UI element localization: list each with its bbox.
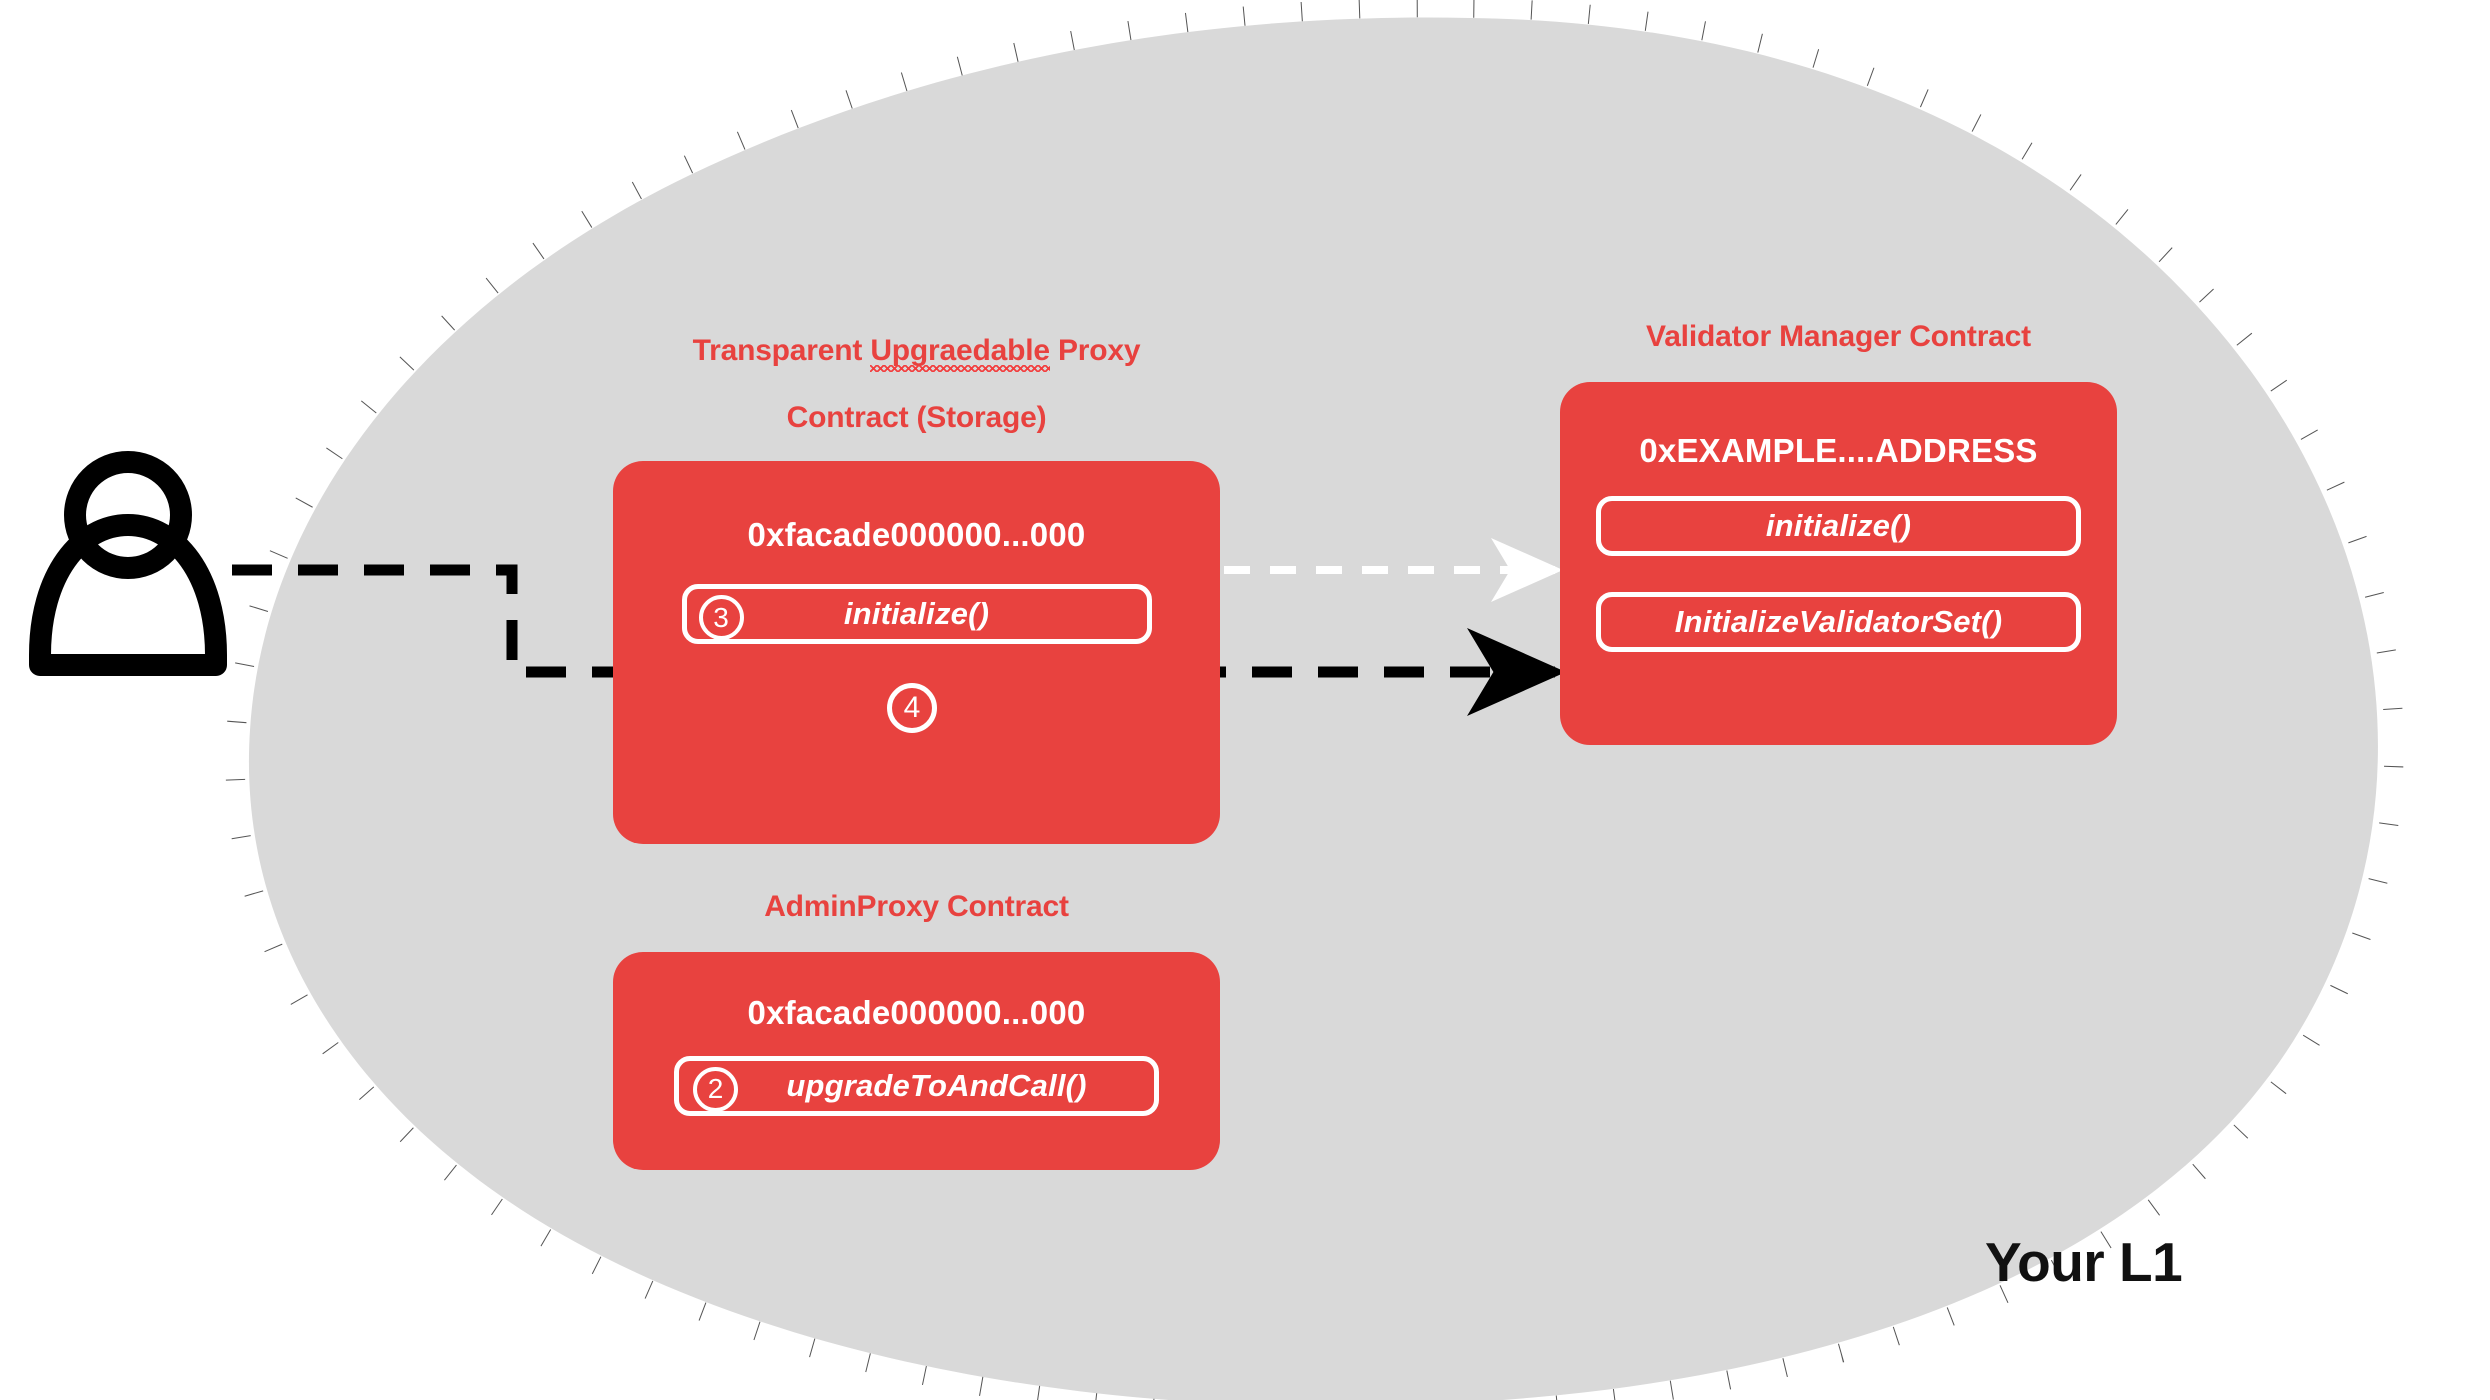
admin-proxy-contract-box[interactable]: 0xfacade000000...000 2 upgradeToAndCall(…: [613, 951, 1220, 1170]
admin-proxy-method-label: upgradeToAndCall(): [786, 1067, 1087, 1103]
proxy-contract-box[interactable]: 0xfacade000000...000 3 initialize() 4: [613, 461, 1220, 845]
contract-admin-proxy: AdminProxy Contract 0xfacade000000...000…: [613, 890, 1220, 1170]
vm-method-initialize[interactable]: initialize(): [1596, 495, 2081, 556]
step-badge-4: 4: [887, 683, 937, 734]
validator-manager-contract-address: 0xEXAMPLE....ADDRESS: [1639, 431, 2038, 469]
misspelled-word: Upgraedable: [870, 333, 1050, 372]
proxy-title-line2: Contract (Storage): [786, 400, 1047, 434]
proxy-title-line1: Transparent Upgraedable Proxy: [692, 333, 1141, 372]
proxy-method-initialize-label: initialize(): [843, 596, 990, 632]
admin-proxy-contract-address: 0xfacade000000...000: [747, 993, 1086, 1031]
contract-transparent-upgradeable-proxy: Transparent Upgraedable Proxy Contract (…: [613, 300, 1220, 845]
proxy-contract-address: 0xfacade000000...000: [747, 516, 1086, 554]
vm-method-initialize-validator-set[interactable]: InitializeValidatorSet(): [1596, 591, 2081, 652]
contract-title-validator-manager: Validator Manager Contract: [1646, 320, 2031, 353]
step-badge-3: 3: [698, 595, 744, 641]
contract-validator-manager: Validator Manager Contract 0xEXAMPLE....…: [1560, 320, 2117, 745]
connector-user-to-initialize-validator-set: [232, 564, 1566, 716]
l1-zone-label: Your L1: [1985, 1231, 2183, 1293]
proxy-method-initialize[interactable]: 3 initialize(): [681, 584, 1152, 645]
validator-manager-contract-box[interactable]: 0xEXAMPLE....ADDRESS initialize() Initia…: [1560, 381, 2117, 745]
vm-method-initialize-validator-set-label: InitializeValidatorSet(): [1674, 603, 2003, 639]
step-badge-2: 2: [693, 1066, 738, 1112]
contract-title-proxy: Transparent Upgraedable Proxy Contract (…: [613, 300, 1220, 434]
admin-proxy-method-upgrade-to-and-call[interactable]: 2 upgradeToAndCall(): [674, 1055, 1159, 1116]
contract-title-admin-proxy: AdminProxy Contract: [764, 890, 1069, 923]
vm-method-initialize-label: initialize(): [1765, 507, 1912, 543]
